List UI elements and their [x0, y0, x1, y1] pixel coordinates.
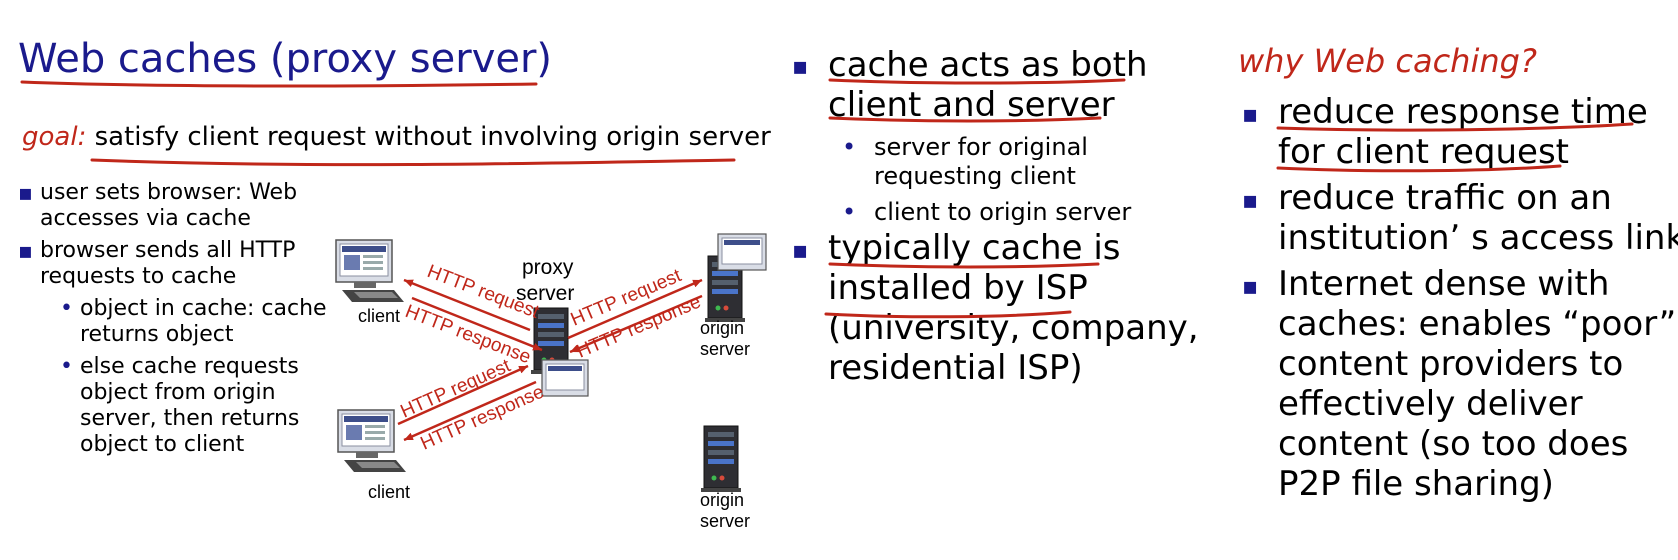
- middle-bullet-2-line-1: typically cache is: [828, 228, 1121, 268]
- bullet-square-icon: ▪: [792, 236, 809, 264]
- bullet-square-icon: ▪: [1242, 100, 1259, 128]
- middle-bullet-2-line-2: installed by ISP: [828, 268, 1088, 308]
- why-heading: why Web caching?: [1238, 42, 1537, 80]
- left-bullet-2: browser sends all HTTP requests to cache: [40, 238, 295, 290]
- right-bullet-3-line-4: effectively deliver: [1278, 384, 1583, 424]
- origin-top-monitor-bar: [724, 240, 760, 245]
- left-bullet-1-line-2: accesses via cache: [40, 206, 251, 231]
- right-bullet-3-line-5: content (so too does: [1278, 424, 1629, 464]
- client-bottom-desktop-computer-icon: [337, 409, 407, 473]
- left-sub-bullet-1-line-1: object in cache: cache: [80, 296, 327, 321]
- bullet-dot-icon: •: [60, 296, 73, 321]
- right-bullet-3: Internet dense with caches: enables “poo…: [1278, 264, 1676, 504]
- middle-sub-bullet-1: server for original requesting client: [874, 133, 1088, 191]
- arrow-proxy-response: [411, 296, 543, 352]
- origin-bottom-server-tower-icon: [700, 425, 742, 493]
- left-bullet-2-line-1: browser sends all HTTP: [40, 238, 296, 263]
- left-sub-bullet-1-line-2: returns object: [80, 322, 234, 347]
- right-bullet-2-line-2: institution’ s access link: [1278, 218, 1678, 258]
- goal-statement: goal: satisfy client request without inv…: [22, 122, 771, 152]
- left-bullet-1-line-1: user sets browser: Web: [40, 180, 298, 205]
- bullet-square-icon: ▪: [18, 181, 33, 206]
- left-sub-bullet-2-line-4: object to client: [80, 432, 245, 457]
- bullet-square-icon: ▪: [1242, 186, 1259, 214]
- label-origin-top-line2: server: [700, 339, 750, 359]
- goal-text: satisfy client request without involving…: [94, 122, 771, 152]
- label-proxy-line1: proxy: [522, 256, 574, 279]
- label-origin-bottom-line2: server: [700, 511, 750, 531]
- label-origin-bottom-line1: origin: [700, 490, 744, 510]
- bullet-dot-icon: •: [842, 133, 857, 161]
- middle-sub-bullet-1-line-1: server for original: [874, 133, 1088, 161]
- right-bullet-3-line-3: content providers to: [1278, 344, 1624, 384]
- middle-sub-bullet-1-line-2: requesting client: [874, 162, 1076, 190]
- label-proxy-line2: server: [516, 282, 574, 305]
- middle-bullet-2-line-4: residential ISP): [828, 348, 1083, 388]
- middle-sub-bullet-2: client to origin server: [874, 198, 1132, 226]
- left-sub-bullet-2-line-1: else cache requests: [80, 354, 299, 379]
- right-bullet-2-line-1: reduce traffic on an: [1278, 178, 1612, 218]
- right-bullet-3-line-1: Internet dense with: [1278, 264, 1610, 304]
- right-bullet-2: reduce traffic on an institution’ s acce…: [1278, 178, 1678, 258]
- right-bullet-3-line-2: caches: enables “poor”: [1278, 304, 1677, 344]
- bullet-dot-icon: •: [842, 198, 857, 226]
- left-bullet-2-line-2: requests to cache: [40, 264, 237, 289]
- label-client-top: client: [358, 306, 400, 326]
- bullet-square-icon: ▪: [18, 239, 33, 264]
- left-sub-bullet-1: object in cache: cache returns object: [80, 296, 327, 348]
- right-bullet-1-line-2: for client request: [1278, 132, 1569, 172]
- label-client-bottom: client: [368, 482, 410, 502]
- left-sub-bullet-2-line-2: object from origin: [80, 380, 276, 405]
- left-sub-bullet-2: else cache requests object from origin s…: [80, 354, 299, 458]
- bullet-square-icon: ▪: [1242, 272, 1259, 300]
- bullet-dot-icon: •: [60, 354, 73, 379]
- arrow-origin-response: [569, 294, 703, 354]
- right-bullet-3-line-6: P2P file sharing): [1278, 464, 1554, 504]
- proxy-monitor-bar: [548, 366, 582, 371]
- left-sub-bullet-2-line-3: server, then returns: [80, 406, 300, 431]
- arrow-client-request: [403, 278, 531, 332]
- arrow-client2-response: [403, 380, 537, 442]
- goal-label: goal:: [22, 122, 87, 152]
- label-origin-top-line1: origin: [700, 318, 744, 338]
- middle-bullet-1-line-1: cache acts as both: [828, 45, 1148, 85]
- arrow-proxy-request: [567, 278, 703, 340]
- middle-bullet-1: cache acts as both client and server: [828, 45, 1148, 125]
- client-top-desktop-computer-icon: [335, 239, 405, 303]
- slide-title: Web caches (proxy server): [18, 36, 553, 82]
- arrow-client2-request: [397, 364, 529, 426]
- left-bullet-1: user sets browser: Web accesses via cach…: [40, 180, 297, 232]
- bullet-square-icon: ▪: [792, 52, 809, 80]
